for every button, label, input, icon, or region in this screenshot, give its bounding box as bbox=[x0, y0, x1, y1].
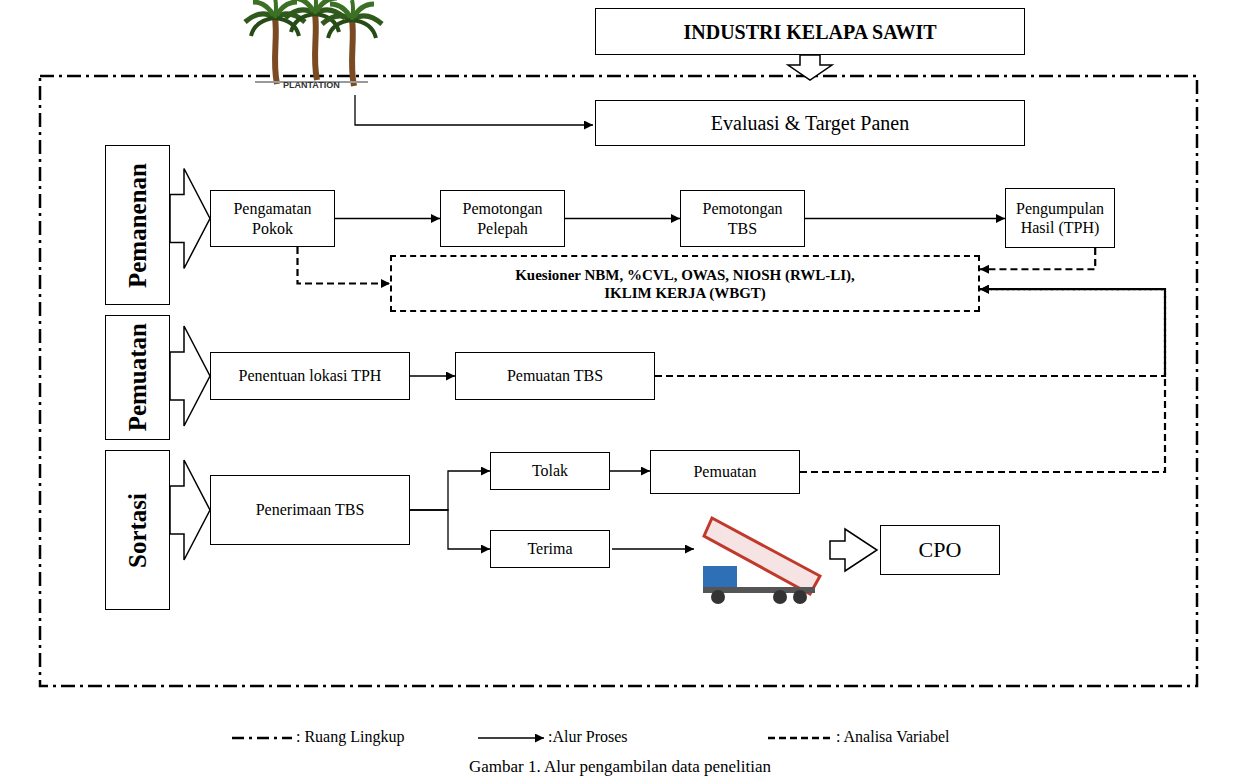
process-box: Pemuatan bbox=[650, 450, 800, 494]
process-arrow bbox=[612, 548, 694, 549]
process-arrow bbox=[410, 510, 490, 549]
node-text: Pemuatan bbox=[123, 323, 153, 431]
analysis-arrow bbox=[980, 248, 1095, 269]
truck-bed bbox=[704, 518, 820, 594]
truck-wheel bbox=[711, 590, 725, 604]
process-box: Pemuatan TBS bbox=[455, 352, 655, 400]
truck-cab bbox=[703, 566, 737, 588]
node-text: Pemuatan TBS bbox=[507, 366, 603, 385]
process-box: CPO bbox=[880, 525, 1000, 575]
dump-truck bbox=[703, 518, 820, 604]
node-text: Penerimaan TBS bbox=[256, 500, 365, 519]
legend-text: : Analisa Variabel bbox=[836, 728, 949, 745]
process-box: INDUSTRI KELAPA SAWIT bbox=[595, 8, 1025, 55]
legend-entry: :Alur Proses bbox=[548, 728, 628, 746]
node-text: Kuesioner NBM, %CVL, OWAS, NIOSH (RWL-LI… bbox=[505, 266, 865, 302]
block-arrow bbox=[788, 55, 832, 80]
legend-text: :Alur Proses bbox=[548, 728, 628, 745]
node-text: Terima bbox=[527, 539, 572, 558]
node-text: Pengumpulan Hasil (TPH) bbox=[1012, 199, 1108, 237]
process-box: Pengamatan Pokok bbox=[210, 190, 335, 247]
figure-caption: Gambar 1. Alur pengambilan data peneliti… bbox=[0, 757, 1240, 777]
legend-entry: : Ruang Lingkup bbox=[296, 728, 404, 746]
legend-entry: : Analisa Variabel bbox=[836, 728, 949, 746]
legend-sample-dashed bbox=[768, 737, 832, 740]
block-arrow bbox=[170, 169, 210, 269]
node-text: Pengamatan Pokok bbox=[217, 199, 328, 237]
process-arrow bbox=[335, 218, 440, 219]
process-box: Pemotongan TBS bbox=[680, 190, 805, 247]
leader-arrow bbox=[355, 95, 593, 125]
node-text: Evaluasi & Target Panen bbox=[711, 111, 909, 135]
process-arrow bbox=[410, 471, 490, 510]
node-text: Pemotongan Pelepah bbox=[447, 199, 558, 237]
process-arrow bbox=[805, 218, 1005, 219]
legend-sample-dashdot bbox=[232, 737, 292, 740]
truck-wheel bbox=[793, 590, 807, 604]
block-arrow bbox=[170, 460, 210, 560]
block-arrow bbox=[830, 529, 877, 571]
analysis-arrow bbox=[298, 247, 391, 284]
process-box: Penerimaan TBS bbox=[210, 475, 410, 545]
palm-tree bbox=[322, 0, 382, 86]
node-text: CPO bbox=[919, 537, 962, 563]
block-arrow bbox=[170, 326, 210, 426]
scope-boundary bbox=[40, 76, 1197, 686]
process-arrow bbox=[410, 375, 455, 376]
process-box: Evaluasi & Target Panen bbox=[595, 100, 1025, 146]
node-text: Tolak bbox=[532, 461, 568, 480]
stage-box: Pemuatan bbox=[105, 315, 170, 440]
node-text: Pemuatan bbox=[693, 462, 756, 481]
node-text: Pemotongan TBS bbox=[687, 199, 798, 237]
process-arrow bbox=[565, 218, 680, 219]
legend-text: : Ruang Lingkup bbox=[296, 728, 404, 745]
process-box: Pemotongan Pelepah bbox=[440, 190, 565, 247]
process-box: Tolak bbox=[490, 452, 610, 490]
process-arrow bbox=[610, 470, 650, 471]
node-text: Pemanenan bbox=[123, 163, 153, 288]
illustration-label: PLANTATION bbox=[283, 80, 340, 90]
process-box: Terima bbox=[490, 530, 610, 568]
legend-sample-arrow bbox=[478, 737, 544, 738]
analysis-arrow bbox=[655, 289, 1165, 376]
palm-tree bbox=[285, 0, 345, 80]
node-text: INDUSTRI KELAPA SAWIT bbox=[683, 20, 936, 44]
process-box: Penentuan lokasi TPH bbox=[210, 352, 410, 400]
analysis-arrow bbox=[800, 289, 1165, 472]
node-text: Sortasi bbox=[123, 493, 153, 568]
variable-box: Kuesioner NBM, %CVL, OWAS, NIOSH (RWL-LI… bbox=[390, 255, 980, 312]
ground-line bbox=[255, 81, 368, 83]
stage-box: Pemanenan bbox=[105, 145, 170, 305]
truck-wheel bbox=[773, 590, 787, 604]
process-box: Pengumpulan Hasil (TPH) bbox=[1005, 188, 1115, 248]
stage-box: Sortasi bbox=[105, 450, 170, 610]
node-text: Penentuan lokasi TPH bbox=[239, 366, 382, 385]
